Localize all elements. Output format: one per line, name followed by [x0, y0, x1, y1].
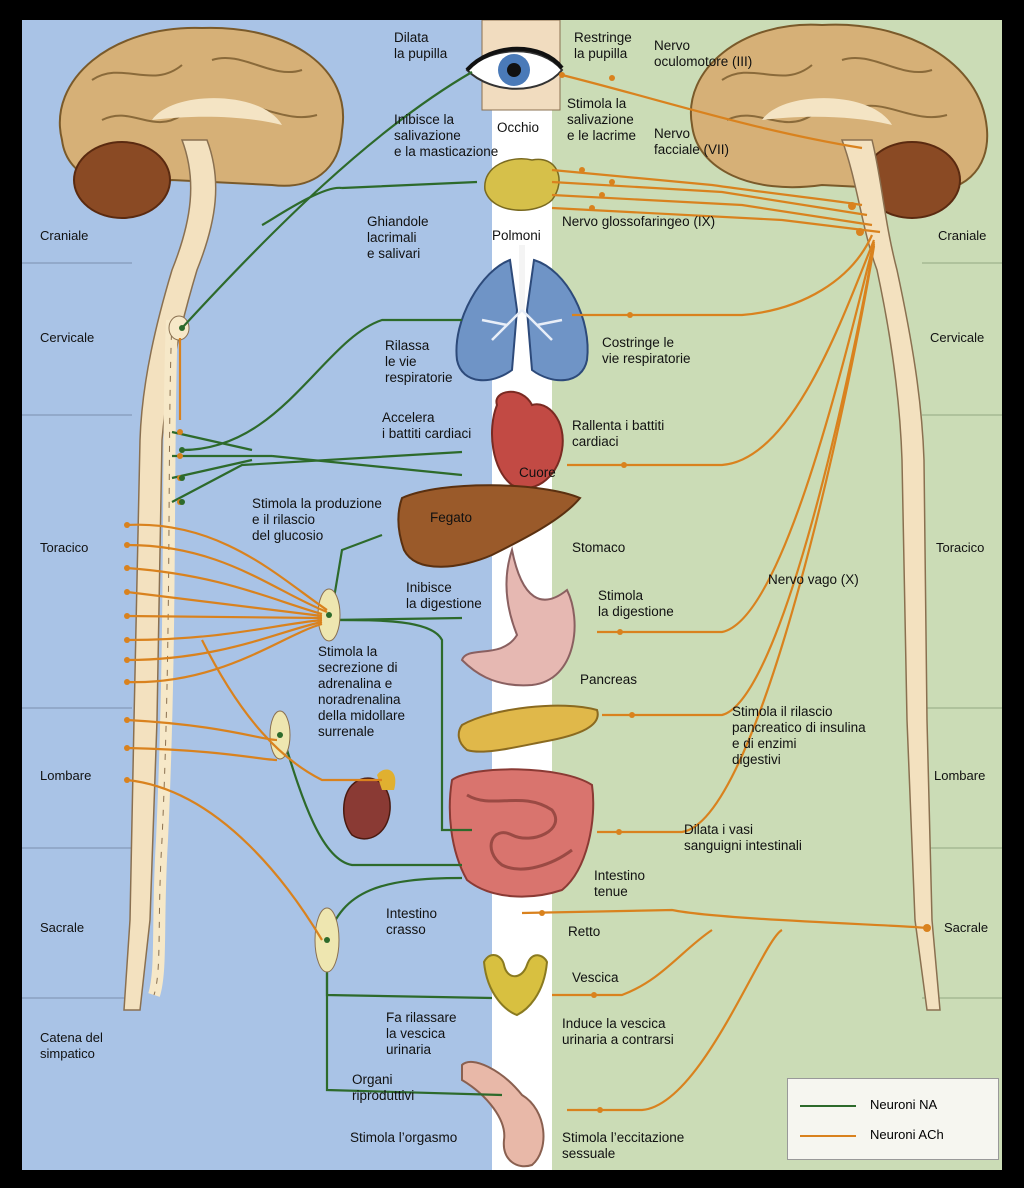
relax-airways-label: Rilassa le vie respiratorie [385, 338, 453, 385]
inhibit-digestion-label: Inibisce la digestione [406, 580, 482, 611]
eye-illustration [465, 20, 564, 111]
lungs-label: Polmoni [492, 228, 541, 243]
left-spinal-cord [123, 139, 217, 1011]
inhibit-saliva-label: Inibisce la salivazione e la masticazion… [394, 112, 499, 159]
lungs-illustration [455, 245, 589, 382]
legend-ach-swatch [800, 1135, 856, 1137]
orgasm-label: Stimola l’orgasmo [350, 1130, 458, 1145]
bladder-illustration [482, 954, 549, 1017]
dilate-pupil-label: Dilata la pupilla [394, 30, 448, 61]
legend: Neuroni NA Neuroni ACh [787, 1078, 999, 1160]
legend-ach-label: Neuroni ACh [870, 1127, 944, 1142]
large-intestine-label: Intestino crasso [386, 906, 438, 937]
ach-neuron-pathways [126, 73, 928, 1112]
stomach-label: Stomaco [572, 540, 626, 555]
constrict-airways-label: Costringe le vie respiratorie [602, 335, 691, 366]
heart-illustration [491, 390, 564, 490]
arousal-label: Stimola l’eccitazione sessuale [562, 1130, 685, 1161]
contract-bladder-label: Induce la vescica urinaria a contrarsi [562, 1016, 674, 1047]
pancreas-illustration [457, 704, 599, 753]
eye-label: Occhio [497, 120, 540, 135]
glands-label: Ghiandole lacrimali e salivari [367, 214, 429, 261]
liver-illustration [397, 484, 582, 568]
right-brain-illustration [689, 23, 989, 219]
stimulate-digestion-label: Stimola la digestione [598, 588, 674, 619]
reproductive-illustration [461, 1060, 545, 1168]
pancreas-label: Pancreas [580, 672, 638, 687]
region-cranial-right: Craniale [938, 228, 987, 243]
legend-na-swatch [800, 1105, 856, 1107]
facial-nerve-label: Nervo facciale (VII) [654, 126, 730, 157]
small-intestine-label: Intestino tenue [594, 868, 646, 899]
region-sacral-left: Sacrale [40, 920, 85, 935]
slow-heart-label: Rallenta i battiti cardiaci [572, 418, 665, 449]
accelerate-heart-label: Accelera i battiti cardiaci [382, 410, 472, 441]
insulin-label: Stimola il rilascio pancreatico di insul… [732, 704, 866, 767]
stimulate-saliva-label: Stimola la salivazione e le lacrime [567, 96, 637, 143]
sympathetic-chain-label: Catena del simpatico [40, 1030, 103, 1061]
ach-ganglia [124, 72, 931, 1113]
stomach-illustration [460, 546, 576, 687]
region-lumbar-left: Lombare [40, 768, 92, 783]
vagus-nerve-label: Nervo vago (X) [768, 572, 859, 587]
na-neuron-pathways [171, 71, 503, 1097]
glucose-label: Stimola la produzione e il rilascio del … [252, 496, 382, 543]
rectum-label: Retto [568, 924, 601, 939]
diagram-artwork [22, 20, 1002, 1168]
constrict-pupil-label: Restringe la pupilla [574, 30, 632, 61]
legend-na-label: Neuroni NA [870, 1097, 938, 1112]
left-brain-illustration [59, 26, 345, 219]
reproductive-organs-label: Organi riproduttivi [352, 1072, 415, 1103]
liver-label: Fegato [430, 510, 473, 525]
region-cervical-right: Cervicale [930, 330, 985, 345]
region-thoracic-left: Toracico [40, 540, 89, 555]
region-cranial-left: Craniale [40, 228, 89, 243]
bladder-label: Vescica [572, 970, 619, 985]
region-thoracic-right: Toracico [936, 540, 985, 555]
glossopharyngeal-nerve-label: Nervo glossofaringeo (IX) [562, 214, 716, 229]
heart-label: Cuore [519, 465, 556, 480]
dilate-vessels-label: Dilata i vasi sanguigni intestinali [684, 822, 802, 853]
oculomotor-nerve-label: Nervo oculomotore (III) [654, 38, 753, 69]
adrenaline-label: Stimola la secrezione di adrenalina e no… [318, 644, 406, 739]
salivary-gland-illustration [484, 158, 560, 211]
region-lumbar-right: Lombare [934, 768, 986, 783]
na-synapse-dots [179, 325, 332, 943]
intestine-illustration [448, 768, 595, 898]
relax-bladder-label: Fa rilassare la vescica urinaria [386, 1010, 457, 1057]
diagram-frame: Craniale Cervicale Toracico Lombare Sacr… [22, 20, 1002, 1170]
region-sacral-right: Sacrale [944, 920, 989, 935]
region-cervical-left: Cervicale [40, 330, 95, 345]
